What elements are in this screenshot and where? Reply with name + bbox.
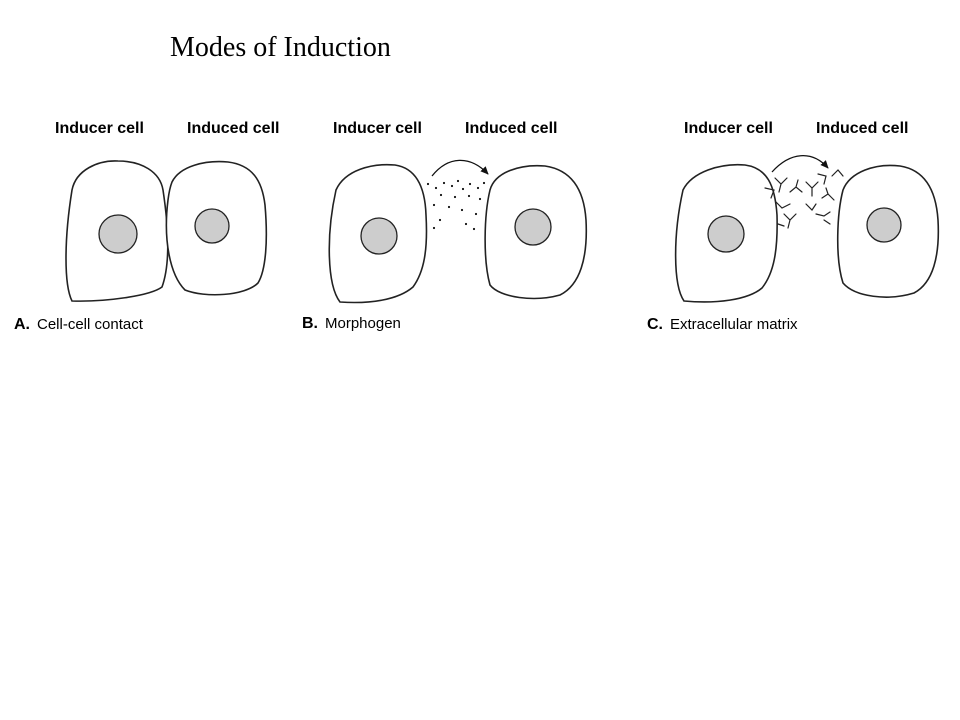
panel-a-letter: A. (14, 316, 30, 333)
panel-b-induced-label: Induced cell (465, 120, 557, 137)
panel-b-morphogen-particles (426, 179, 486, 231)
panel-c-caption: Extracellular matrix (670, 316, 798, 333)
panel-b-inducer-label: Inducer cell (333, 120, 422, 137)
panel-c: Inducer cell Induced cell (647, 120, 940, 333)
panel-c-ecm-fibers (764, 169, 844, 229)
panel-b-signal-arrow (431, 159, 489, 177)
panel-c-inducer-label: Inducer cell (684, 120, 773, 137)
panel-a-induced-label: Induced cell (187, 120, 279, 137)
panel-b-induced-nucleus (514, 208, 552, 246)
panel-a-inducer-nucleus (98, 214, 138, 254)
panel-a-induced-nucleus (194, 208, 230, 244)
panel-a-caption: Cell-cell contact (37, 316, 144, 333)
panel-c-letter: C. (647, 316, 663, 333)
slide-title: Modes of Induction (170, 32, 391, 63)
panel-c-signal-arrow (771, 155, 829, 173)
panel-a-inducer-label: Inducer cell (55, 120, 144, 137)
panel-b-inducer-nucleus (360, 217, 398, 255)
panel-a: Inducer cell Induced cell A. Cell-cell c… (14, 120, 279, 333)
panel-b-caption: Morphogen (325, 315, 401, 332)
panel-b: Inducer cell Induced cell (302, 120, 588, 332)
panel-c-induced-nucleus (866, 207, 902, 243)
panel-c-inducer-nucleus (707, 215, 745, 253)
panel-c-induced-label: Induced cell (816, 120, 908, 137)
panel-b-letter: B. (302, 315, 318, 332)
